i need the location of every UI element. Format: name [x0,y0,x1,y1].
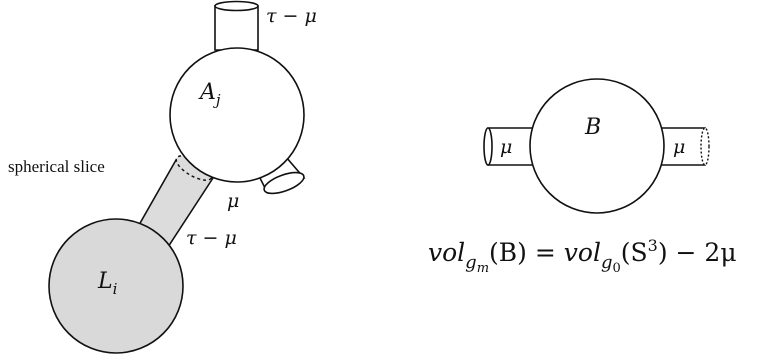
ball-l-i [48,218,184,354]
spherical-slice-annotation: spherical slice [8,157,105,176]
ball-l-label: Li [97,269,118,298]
ball-a-label: Aj [198,80,221,109]
right-left-tube-label: μ [500,136,512,158]
ball-b [529,78,665,214]
volume-formula: volgm(B) = volg0(S3) − 2μ [428,236,737,276]
right-right-tube-label: μ [673,136,685,158]
ball-a-j [169,47,305,183]
ball-b-label: B [584,115,601,140]
connecting-tube-label: τ − μ [186,227,237,249]
top-tube [214,0,259,51]
top-tube-label: τ − μ [266,5,317,27]
side-tube-label: μ [227,190,239,212]
